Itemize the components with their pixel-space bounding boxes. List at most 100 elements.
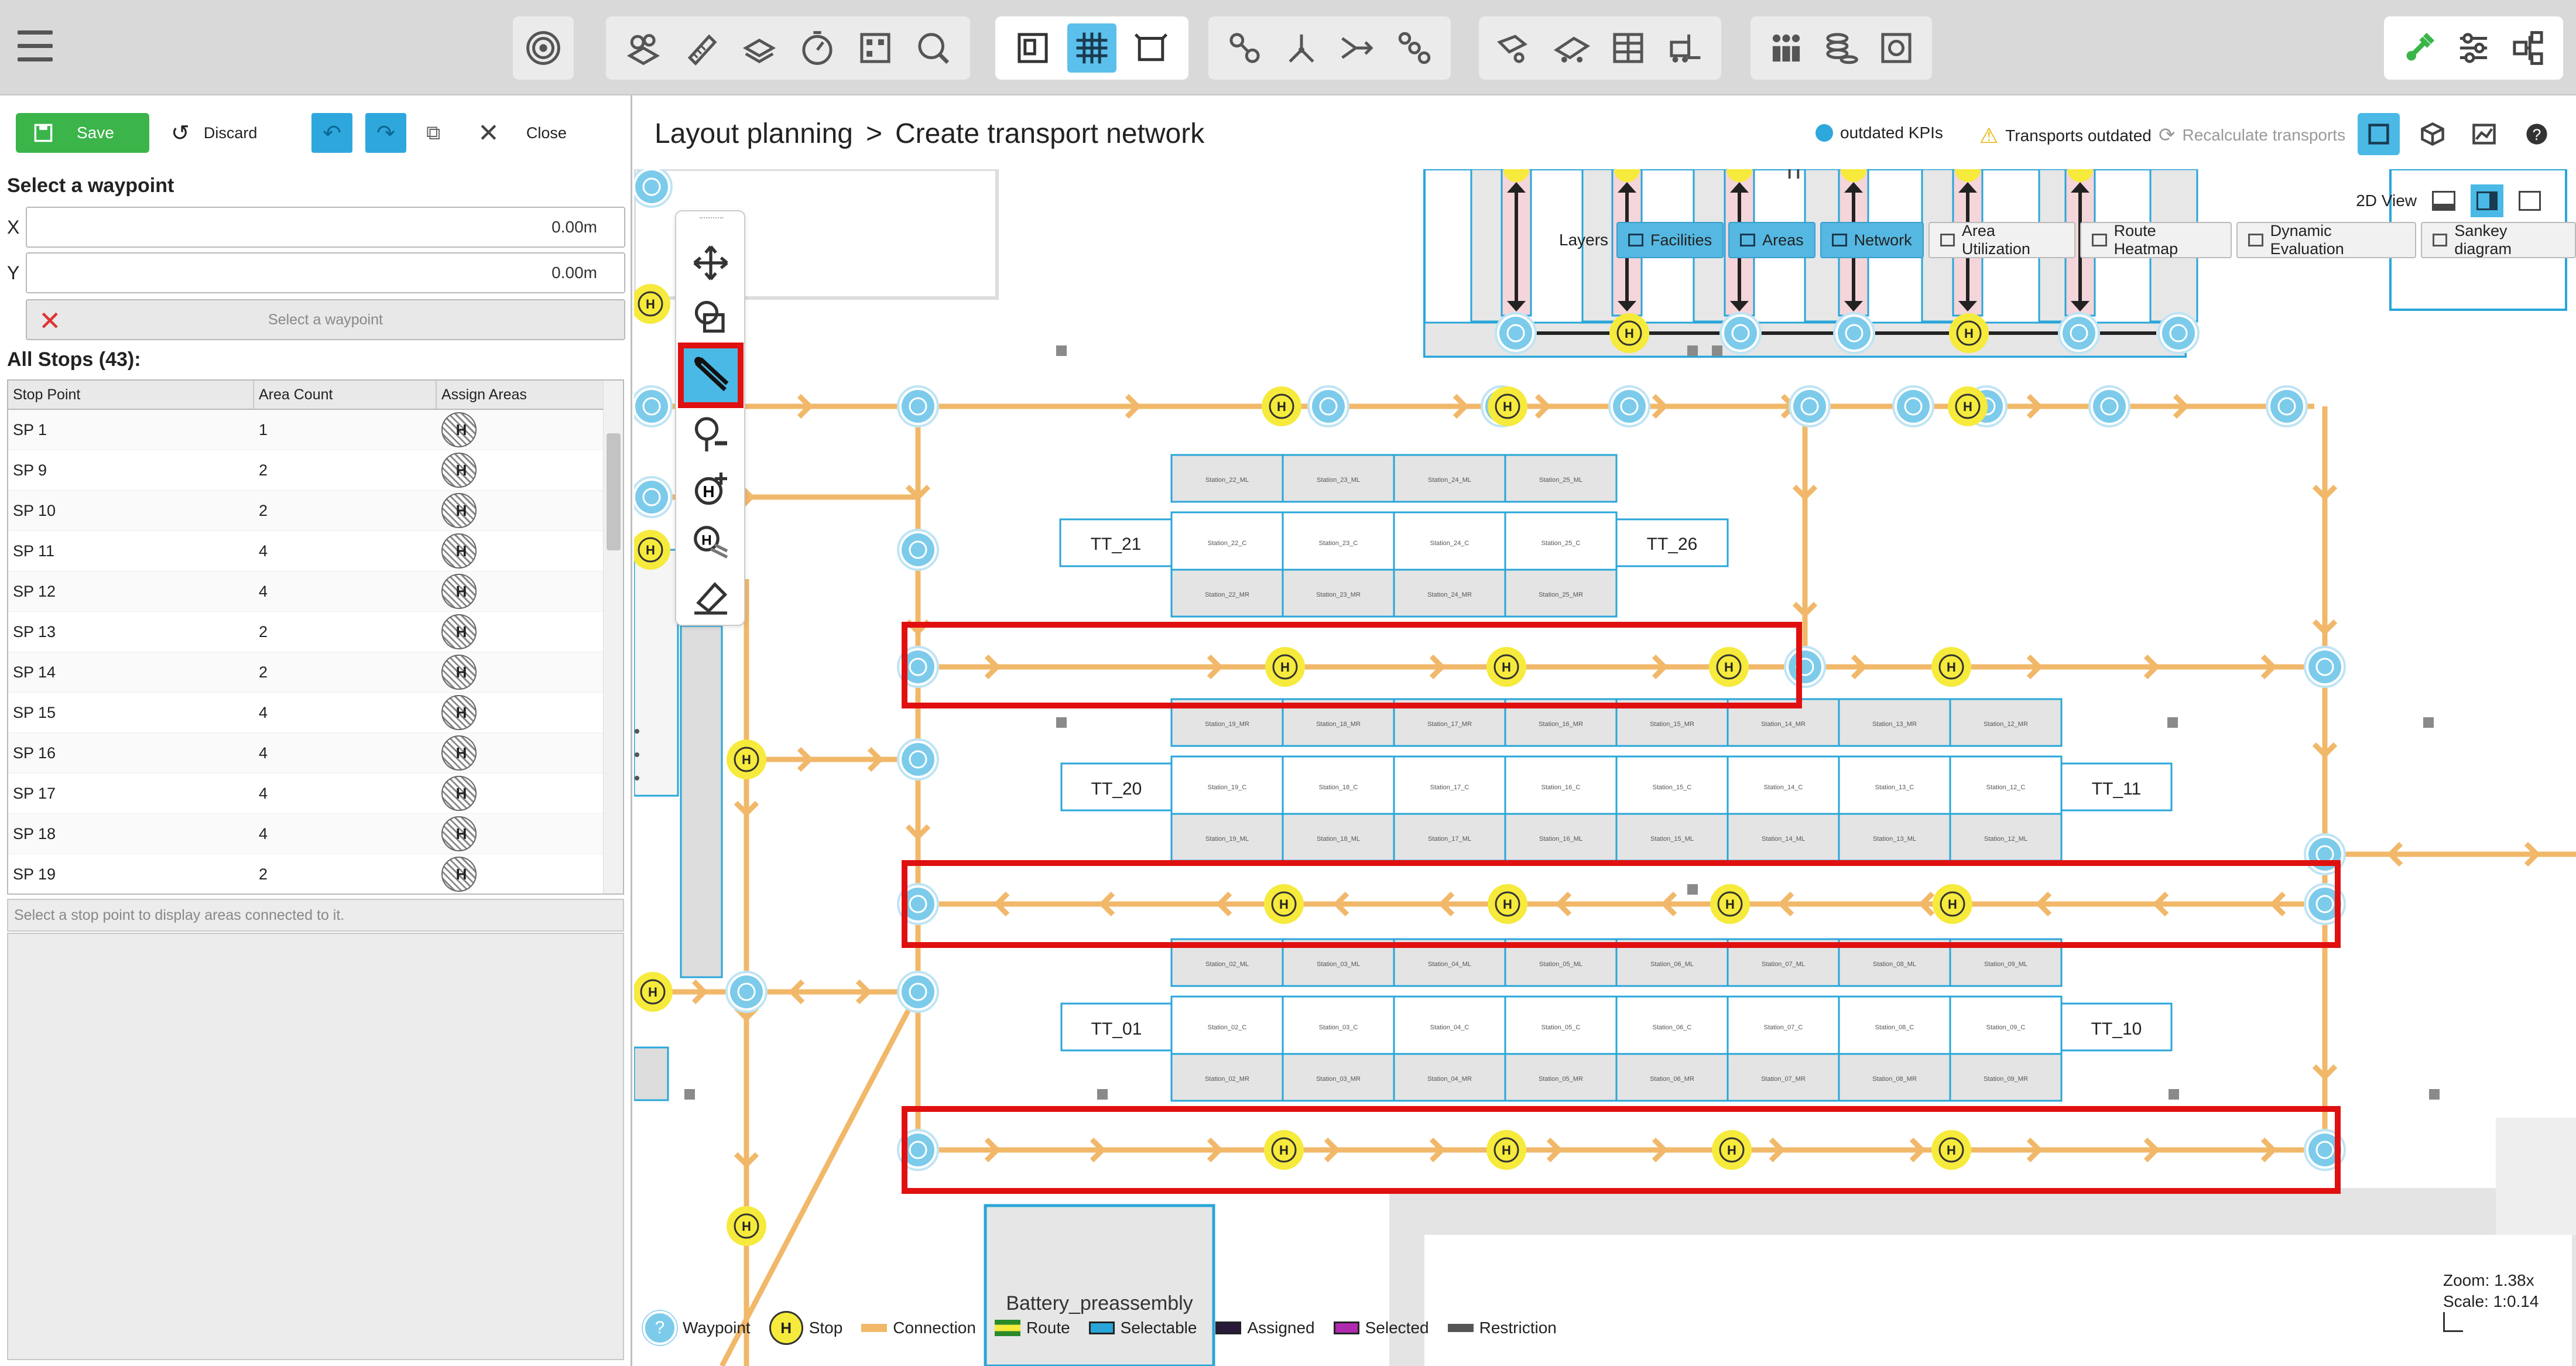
assign-areas-icon[interactable]: H: [441, 574, 477, 609]
stop-marker[interactable]: [1262, 386, 1301, 426]
shelf-icon[interactable]: [1604, 23, 1653, 73]
waypoint-marker[interactable]: [2308, 1134, 2341, 1166]
remove-stop-tool-icon[interactable]: [684, 408, 738, 462]
ruler-pencil-icon[interactable]: [677, 23, 726, 73]
waypoint-marker[interactable]: [1724, 317, 1757, 350]
stop-marker[interactable]: [1486, 647, 1526, 687]
select-waypoint-button[interactable]: ✕ Select a waypoint: [26, 299, 625, 340]
waypoint-marker[interactable]: [902, 1134, 934, 1166]
layer-toggle-sankey-diagram[interactable]: Sankey diagram: [2421, 222, 2576, 258]
station-cell[interactable]: [1504, 454, 1618, 503]
palette-drag-handle[interactable]: [700, 217, 723, 222]
waypoint-marker[interactable]: [635, 170, 668, 203]
waypoint-marker[interactable]: [730, 975, 763, 1008]
station-cell[interactable]: [1170, 454, 1284, 503]
charts-button[interactable]: [2463, 113, 2505, 155]
assign-areas-icon[interactable]: H: [441, 412, 477, 447]
waypoint-marker[interactable]: [1312, 390, 1345, 423]
move-tool-icon[interactable]: [684, 236, 738, 290]
waypoint-marker[interactable]: [2308, 651, 2341, 683]
assign-areas-icon[interactable]: H: [441, 857, 477, 892]
splitter-handle[interactable]: [635, 752, 639, 757]
layer-toggle-dynamic-evaluation[interactable]: Dynamic Evaluation: [2236, 222, 2417, 258]
copy-layers-icon[interactable]: [735, 23, 784, 73]
station-cell[interactable]: [1393, 454, 1506, 503]
waypoint-marker[interactable]: [1499, 317, 1532, 350]
station-cell[interactable]: [1949, 698, 2063, 747]
stop-marker[interactable]: [1503, 169, 1529, 182]
station-cell[interactable]: [1393, 995, 1506, 1055]
layer-toggle-area-utilization[interactable]: Area Utilization: [1928, 222, 2076, 258]
waypoint-marker[interactable]: [635, 390, 668, 423]
waypoint-marker[interactable]: [902, 533, 934, 566]
station-cell[interactable]: [1615, 1053, 1729, 1102]
waypoint-marker[interactable]: [902, 651, 934, 683]
stop-marker[interactable]: [1931, 647, 1971, 687]
station-cell[interactable]: [1504, 995, 1618, 1055]
layout-canvas[interactable]: n StoHHStation_22_MLStation_23_MLStation…: [634, 169, 2576, 1366]
station-cell[interactable]: [1393, 1053, 1506, 1102]
station-cell[interactable]: [1282, 569, 1395, 618]
assign-areas-icon[interactable]: H: [441, 695, 477, 730]
tt-station[interactable]: [1060, 1002, 1173, 1052]
detach-view-icon[interactable]: [2519, 191, 2541, 211]
stop-marker[interactable]: [1709, 647, 1749, 687]
waypoint-marker[interactable]: [2093, 390, 2126, 423]
station-cell[interactable]: [1727, 995, 1840, 1055]
layer-toggle-facilities[interactable]: Facilities: [1616, 222, 1724, 258]
help-button[interactable]: ?: [2516, 113, 2558, 155]
search-arrow-icon[interactable]: [909, 23, 958, 73]
station-cell[interactable]: [1615, 813, 1729, 862]
station-cell[interactable]: [1393, 569, 1506, 618]
stop-marker[interactable]: [1614, 169, 1640, 182]
connection-tool-icon[interactable]: [678, 343, 744, 408]
station-cell[interactable]: [1282, 995, 1395, 1055]
station-cell[interactable]: [1504, 511, 1618, 571]
stop-marker[interactable]: [1486, 1130, 1526, 1170]
view-3d-button[interactable]: [2411, 113, 2454, 155]
splitter-handle[interactable]: [635, 776, 639, 780]
station-cell[interactable]: [1504, 1053, 1618, 1102]
scroll-thumb[interactable]: [607, 433, 621, 550]
assign-areas-icon[interactable]: H: [441, 776, 477, 811]
waypoint-marker[interactable]: [635, 481, 668, 513]
waypoint-marker[interactable]: [902, 390, 934, 423]
assign-areas-icon[interactable]: H: [441, 614, 477, 649]
merge-arrows-icon[interactable]: [1333, 23, 1382, 73]
waypoint-marker[interactable]: [902, 975, 934, 1008]
stop-marker[interactable]: [1264, 1130, 1304, 1170]
stop-marker[interactable]: [1488, 884, 1527, 924]
stop-marker[interactable]: [1931, 1130, 1971, 1170]
stop-marker[interactable]: [727, 1206, 766, 1246]
split-view-icon[interactable]: [2471, 184, 2503, 217]
breadcrumb-layout-planning[interactable]: Layout planning: [655, 118, 853, 149]
layer-toggle-route-heatmap[interactable]: Route Heatmap: [2080, 222, 2232, 258]
eraser-tool-icon[interactable]: [684, 570, 738, 624]
add-waypoint-tool-icon[interactable]: [684, 290, 738, 344]
layer-toggle-areas[interactable]: Areas: [1728, 222, 1815, 258]
branch-icon[interactable]: [1277, 23, 1326, 73]
gear-frame-icon[interactable]: [1872, 23, 1921, 73]
station-cell[interactable]: [1170, 1053, 1284, 1102]
assign-areas-icon[interactable]: H: [441, 816, 477, 851]
station-cell[interactable]: [1504, 755, 1618, 815]
target-rings-icon[interactable]: [521, 23, 566, 73]
stop-marker[interactable]: [1727, 169, 1752, 182]
waypoint-marker[interactable]: [2063, 317, 2095, 350]
station-cell[interactable]: [1838, 1053, 1951, 1102]
connection-line[interactable]: [720, 990, 920, 1366]
stop-marker[interactable]: [1265, 647, 1305, 687]
view-2d-area-button[interactable]: [2358, 113, 2400, 155]
column-header-assign-areas[interactable]: Assign Areas: [441, 386, 527, 403]
stop-marker[interactable]: [1841, 169, 1866, 182]
assign-areas-icon[interactable]: H: [441, 655, 477, 690]
network-drawing[interactable]: n StoHHStation_22_MLStation_23_MLStation…: [634, 169, 2576, 1366]
station-cell[interactable]: [1949, 1053, 2063, 1102]
